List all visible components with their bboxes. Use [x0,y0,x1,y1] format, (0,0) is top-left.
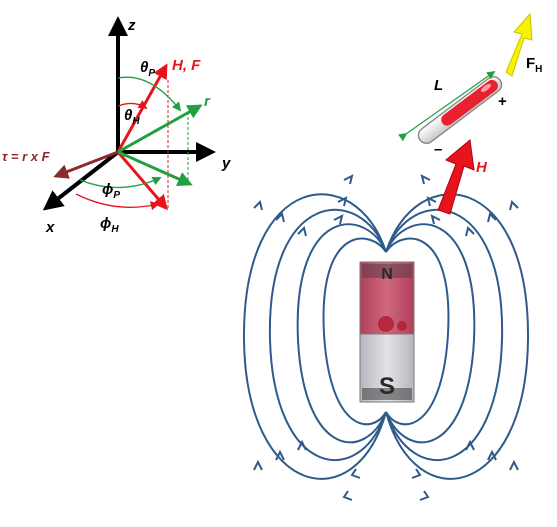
field-line [385,223,476,444]
position-vector-label: r [204,93,211,110]
phi-p-label: ϕP [102,181,120,201]
phi-h-arc [75,193,160,211]
north-label: N [381,266,393,283]
field-line [268,208,387,462]
north-stain [397,321,407,331]
probe-plus-label: + [498,93,507,110]
field-label: H [476,159,488,176]
probe-minus-label: – [434,141,442,158]
field-line [385,237,450,426]
torque-label: τ = r x F [2,149,51,164]
probe-length-label: L [434,77,443,94]
field-line [385,208,504,462]
force-arrow [505,12,533,77]
north-stain [378,316,394,332]
field-line [296,223,387,444]
length-dimension-line [398,71,496,142]
phi-p-arc [79,176,162,189]
position-vector [117,104,203,154]
y-axis-label: y [221,155,231,172]
field-arrow [437,139,475,215]
south-tip [362,388,412,400]
field-vector-projection [116,151,168,211]
position-vector-projection [117,150,193,186]
theta-h-label: θH [124,107,140,127]
phi-h-label: ϕH [100,215,119,235]
theta-p-label: θP [140,59,155,79]
theta-p-arc [117,76,182,112]
probe-assembly: L + – FH H [398,12,542,215]
field-line [242,193,387,480]
field-line [322,237,387,426]
x-axis-label: x [45,219,55,236]
north-tip [362,264,412,278]
field-lines [242,174,530,501]
coordinate-system: z y x θP θH ϕP ϕH H, F r τ = r x F [2,16,231,236]
field-vector-label: H, F [172,57,201,74]
south-label: S [379,373,395,400]
torque-vector [53,150,119,179]
x-axis [42,150,120,211]
bar-magnet: N S [359,261,415,403]
probe-core [441,79,498,126]
force-label: FH [526,55,542,75]
field-line [385,193,530,480]
theta-h-arc [117,100,148,110]
z-axis-label: z [127,17,136,34]
